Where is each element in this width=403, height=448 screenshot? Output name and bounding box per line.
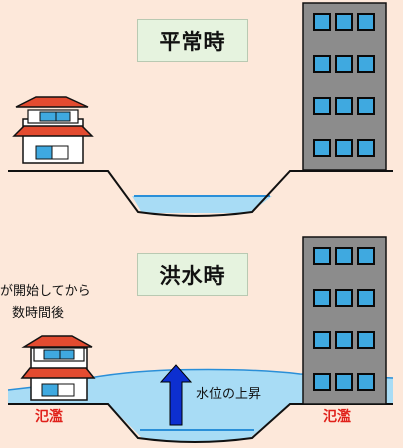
building-icon [302, 2, 387, 171]
flood-note-line1: が開始してから [0, 284, 91, 299]
flood-title: 洪水時 [137, 253, 248, 296]
normal-title: 平常時 [137, 19, 248, 62]
house-icon [12, 96, 94, 164]
overflow-label-left: 氾濫 [35, 409, 63, 425]
flood-scene [7, 236, 394, 443]
flood-note-line2: 数時間後 [12, 306, 65, 321]
flood-water [8, 369, 393, 442]
overflow-label-right: 氾濫 [323, 409, 351, 425]
normal-scene [8, 2, 393, 217]
water-rise-label: 水位の上昇 [196, 387, 262, 402]
flood-ground [8, 403, 393, 443]
building-icon [302, 236, 387, 405]
up-arrow-icon [159, 364, 193, 426]
normal-ground [8, 170, 393, 217]
normal-river-water [132, 196, 272, 213]
house-icon [20, 335, 96, 401]
